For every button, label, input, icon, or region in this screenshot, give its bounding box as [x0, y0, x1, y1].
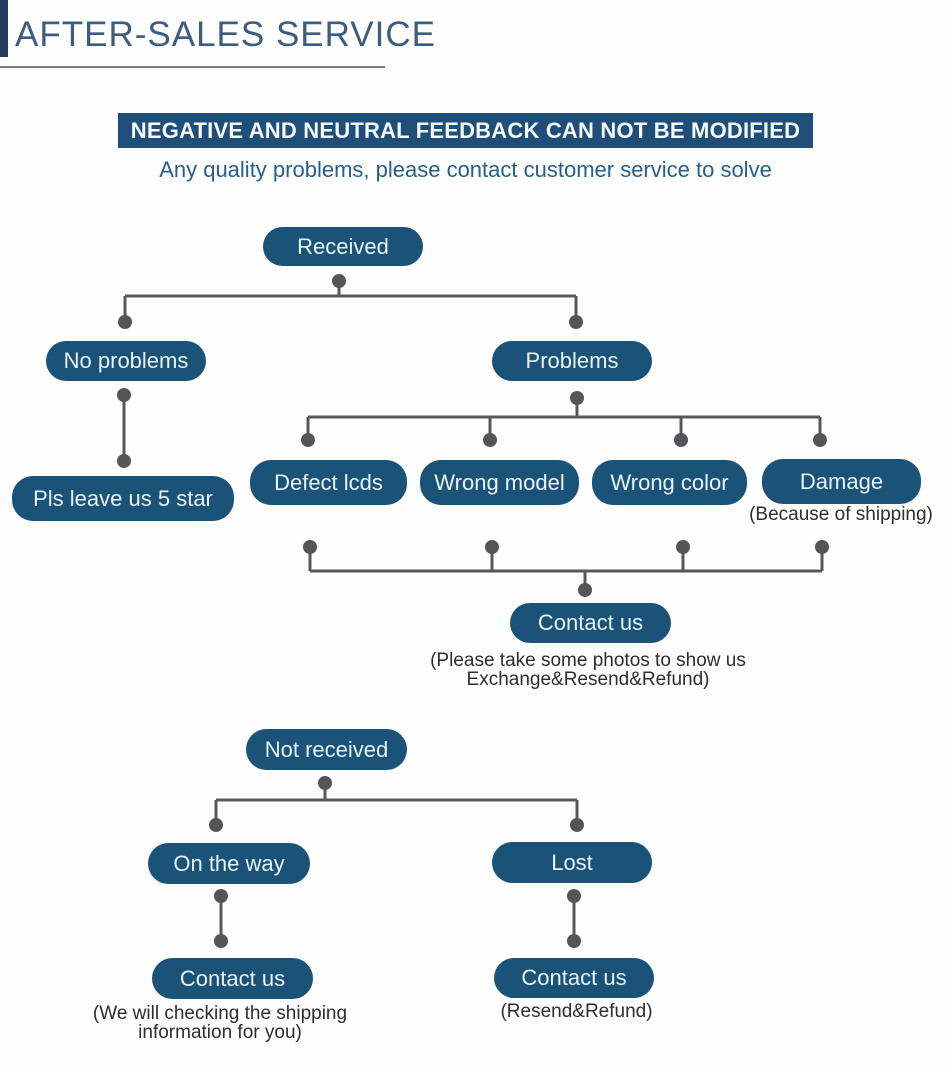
flow-node-lost: Lost [492, 842, 652, 883]
title-underline [0, 66, 385, 68]
caption-contact-problems-line2: Exchange&Resend&Refund) [466, 668, 710, 690]
flow-node-not-received: Not received [246, 729, 407, 770]
flow-node-damage: Damage [762, 459, 921, 504]
flow-node-pls-leave-5-star: Pls leave us 5 star [12, 476, 234, 521]
flow-node-contact-us-problems: Contact us [510, 603, 671, 643]
flow-node-on-the-way: On the way [148, 843, 310, 884]
flow-node-wrong-model: Wrong model [420, 460, 579, 505]
connector-no-problems-chain [117, 388, 131, 468]
caption-on-the-way-note: (We will checking the shipping informati… [80, 1003, 360, 1043]
page-title: AFTER-SALES SERVICE [15, 15, 436, 54]
quality-subtitle: Any quality problems, please contact cus… [159, 157, 772, 182]
header-accent-bar [0, 0, 8, 57]
feedback-banner: NEGATIVE AND NEUTRAL FEEDBACK CAN NOT BE… [118, 113, 813, 148]
caption-contact-problems-line1: (Please take some photos to show us [430, 650, 746, 671]
flow-node-received: Received [263, 227, 423, 266]
connector-problems-fanout [301, 391, 827, 447]
connector-contact-convergence [303, 540, 829, 597]
connector-not-received-branch [209, 776, 584, 832]
flow-node-contact-us-on-the-way: Contact us [152, 958, 313, 999]
connector-received-branch [118, 274, 583, 329]
flow-node-defect-lcds: Defect lcds [250, 460, 407, 505]
caption-on-the-way-line1: (We will checking the shipping [92, 1003, 348, 1024]
caption-damage-note: (Because of shipping) [749, 504, 933, 525]
flow-node-no-problems: No problems [46, 341, 206, 381]
connector-on-the-way-chain [214, 889, 228, 948]
flow-node-contact-us-lost: Contact us [494, 958, 654, 998]
caption-on-the-way-line2: information for you) [138, 1021, 302, 1043]
caption-contact-problems-note: (Please take some photos to show us Exch… [408, 650, 768, 690]
caption-lost-note: (Resend&Refund) [500, 1001, 653, 1022]
flow-node-problems: Problems [492, 341, 652, 381]
flow-node-wrong-color: Wrong color [592, 460, 747, 505]
connector-lost-chain [567, 889, 581, 948]
